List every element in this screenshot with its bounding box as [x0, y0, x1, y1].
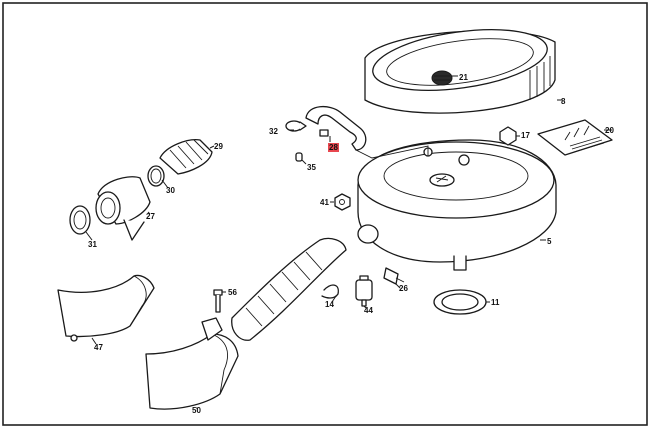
small-plug[interactable] [295, 152, 303, 162]
label-56[interactable]: 56 [228, 288, 237, 297]
bellows-clamp[interactable] [147, 165, 165, 187]
label-41[interactable]: 41 [320, 198, 329, 207]
label-35[interactable]: 35 [307, 163, 316, 172]
intake-ring[interactable] [69, 205, 91, 235]
label-20[interactable]: 20 [605, 126, 614, 135]
air-filter-element[interactable] [364, 20, 556, 114]
bolt[interactable] [213, 289, 223, 313]
air-cleaner-housing[interactable] [357, 139, 557, 271]
label-5[interactable]: 5 [547, 237, 552, 246]
label-47[interactable]: 47 [94, 343, 103, 352]
wing-nut[interactable] [431, 70, 453, 86]
mounting-nut[interactable] [334, 193, 351, 211]
hose-clamp[interactable] [285, 120, 307, 132]
label-11[interactable]: 11 [491, 298, 500, 307]
label-27[interactable]: 27 [146, 212, 155, 221]
label-8[interactable]: 8 [561, 97, 566, 106]
label-26[interactable]: 26 [399, 284, 408, 293]
label-32[interactable]: 32 [269, 127, 278, 136]
label-44[interactable]: 44 [364, 306, 373, 315]
label-29[interactable]: 29 [214, 142, 223, 151]
label-28-highlighted[interactable]: 28 [328, 143, 339, 152]
label-30[interactable]: 30 [166, 186, 175, 195]
sealing-ring[interactable] [433, 289, 487, 315]
label-31[interactable]: 31 [88, 240, 97, 249]
temperature-sensor[interactable] [383, 267, 405, 285]
label-plate[interactable] [537, 119, 613, 156]
leader-lines [85, 75, 612, 409]
corrugated-intake-hose[interactable] [231, 224, 379, 341]
intake-bellows[interactable] [159, 139, 213, 175]
breather-hose[interactable] [305, 106, 429, 159]
label-50[interactable]: 50 [192, 406, 201, 415]
label-14[interactable]: 14 [325, 300, 334, 309]
lower-intake-scoop[interactable] [145, 317, 239, 410]
check-valve[interactable] [355, 275, 373, 307]
intake-scoop[interactable] [57, 274, 155, 342]
hose-nipple[interactable] [319, 129, 329, 137]
label-21[interactable]: 21 [459, 73, 468, 82]
hex-nut[interactable] [499, 126, 517, 146]
air-intake-duct[interactable] [95, 176, 151, 241]
retaining-clip[interactable] [321, 284, 339, 299]
label-17[interactable]: 17 [521, 131, 530, 140]
